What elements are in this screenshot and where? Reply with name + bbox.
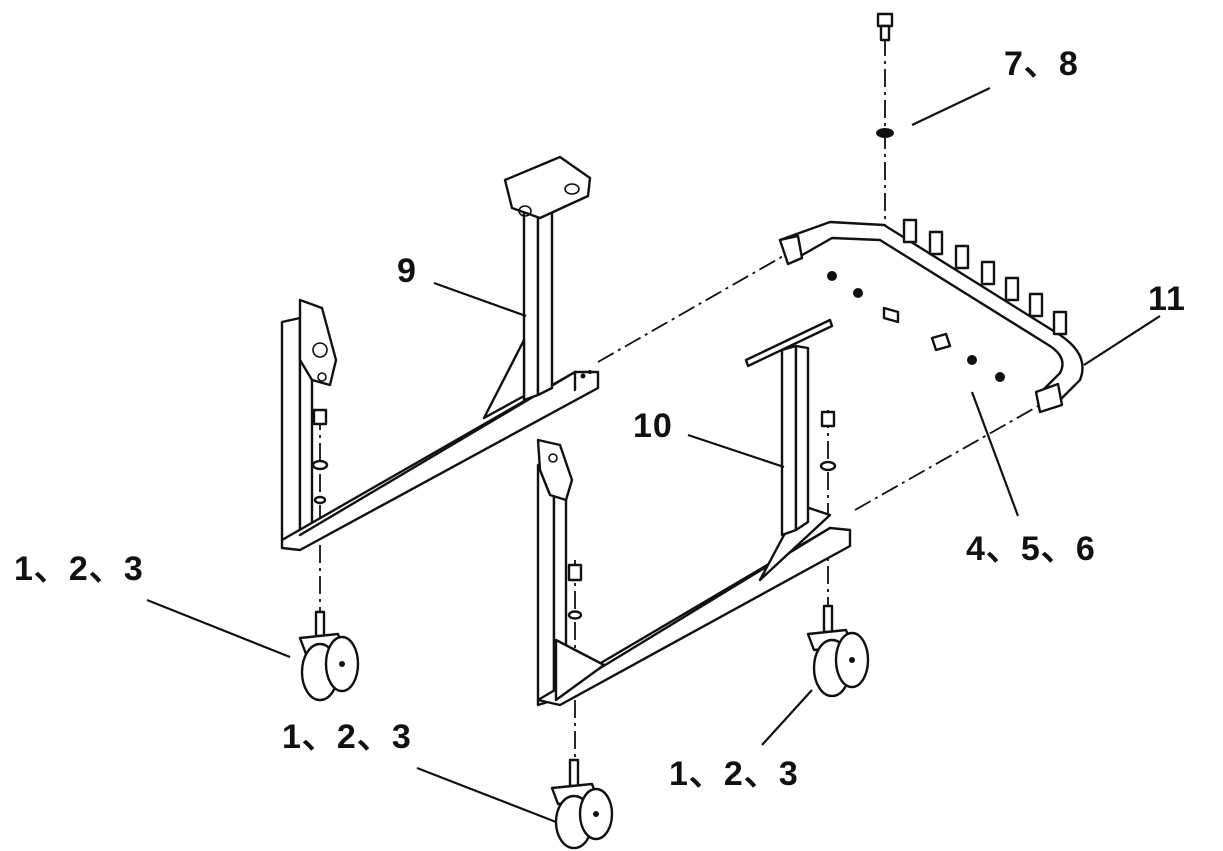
label-bolt-nut-set: 4、5、6	[966, 530, 1096, 568]
label-mount-rail: 11	[1148, 280, 1186, 318]
mount-rail	[778, 218, 1084, 414]
bolt-nut-set	[827, 271, 1005, 382]
label-upper-bracket: 9	[397, 252, 417, 290]
label-caster-left: 1、2、3	[14, 550, 144, 588]
rail-studs	[902, 218, 1068, 336]
right-frame	[536, 318, 852, 707]
label-lower-bracket: 10	[633, 407, 673, 445]
caster-bottom	[550, 758, 614, 850]
label-bolt-washer: 7、8	[1004, 45, 1079, 83]
caster-right	[806, 604, 870, 698]
label-caster-right: 1、2、3	[669, 755, 799, 793]
label-caster-bottom: 1、2、3	[282, 718, 412, 756]
assembly-axis-lines	[319, 38, 1041, 765]
caster-left	[298, 610, 360, 702]
callout-labels: 7、8 9 10 11 4、5、6 1、2、3 1、2、3 1、2、3	[14, 45, 1186, 793]
bolt-washer	[876, 12, 894, 138]
leader-lines	[146, 87, 1161, 824]
left-frame	[280, 155, 600, 552]
